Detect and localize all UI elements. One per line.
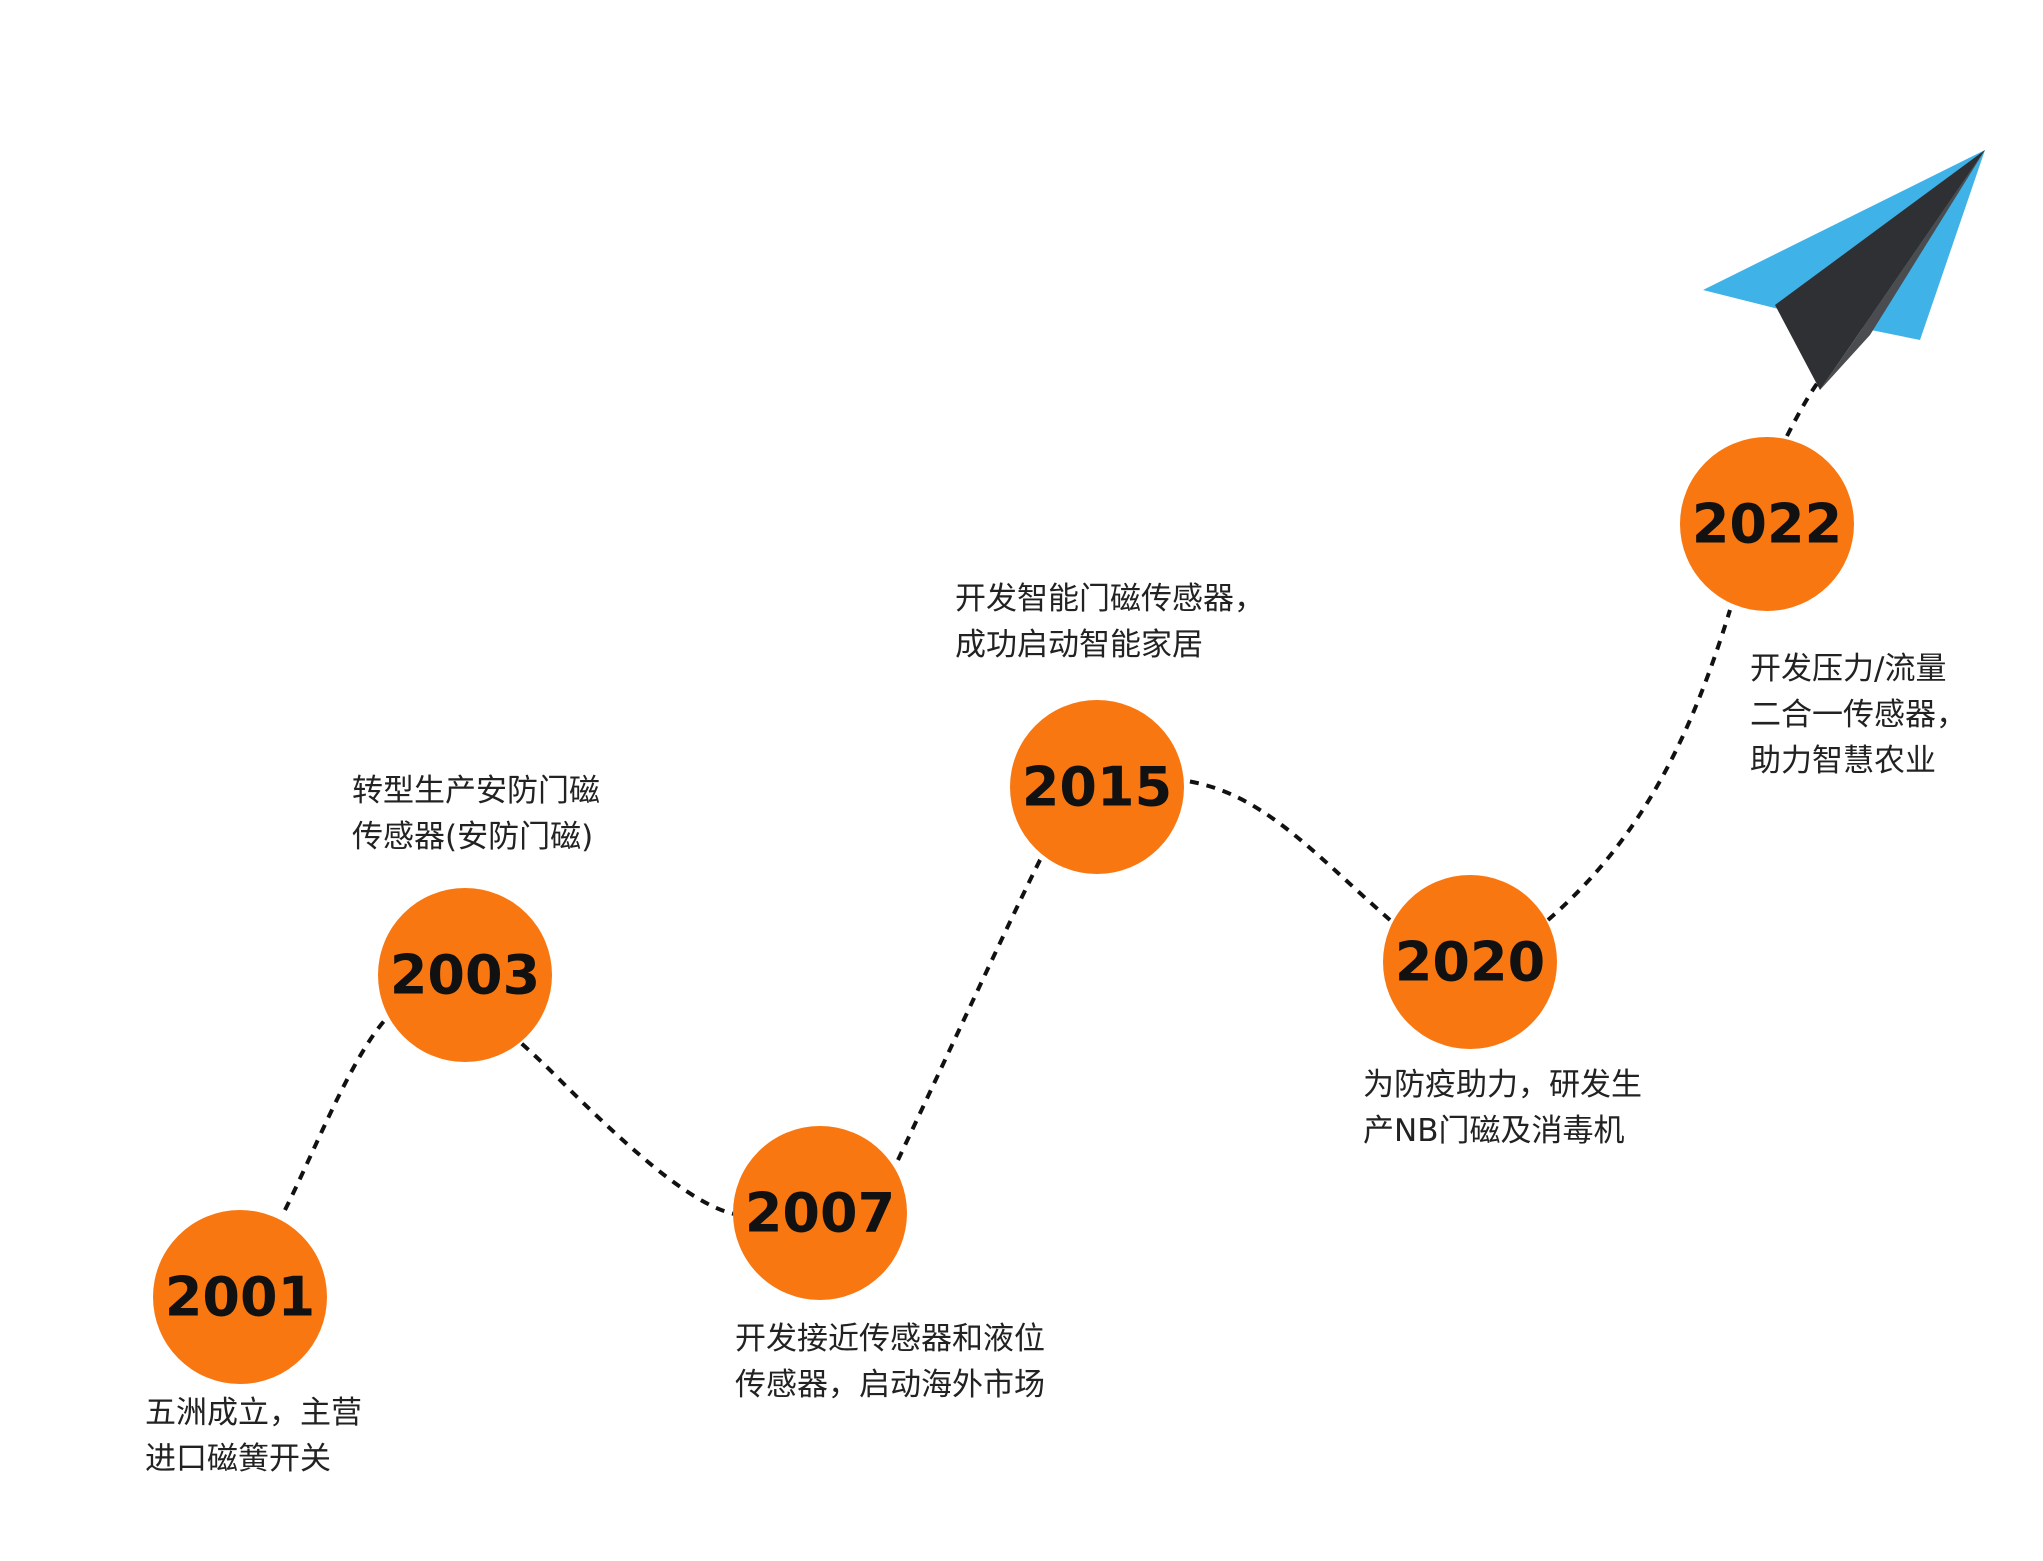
plane-left-wing [1703, 150, 1985, 320]
milestone-desc-2015: 开发智能门磁传感器， 成功启动智能家居 [955, 576, 1265, 668]
desc-line: 开发智能门磁传感器， [955, 581, 1265, 617]
desc-line: 二合一传感器， [1750, 697, 1967, 733]
milestone-node-2001: 2001 [153, 1210, 327, 1384]
plane-fold-shade [1820, 150, 1985, 390]
milestone-desc-2022: 开发压力/流量 二合一传感器， 助力智慧农业 [1750, 646, 1967, 784]
year-label-2007: 2007 [745, 1182, 895, 1245]
year-label-2015: 2015 [1022, 756, 1172, 819]
year-label-2003: 2003 [390, 944, 540, 1007]
desc-line: 开发接近传感器和液位 [735, 1321, 1045, 1357]
plane-fold [1775, 150, 1985, 390]
milestone-node-2007: 2007 [733, 1126, 907, 1300]
year-label-2020: 2020 [1395, 931, 1545, 994]
year-label-2001: 2001 [165, 1266, 315, 1329]
desc-line: 产NB门磁及消毒机 [1363, 1113, 1625, 1149]
desc-line: 五洲成立，主营 [145, 1395, 362, 1431]
year-label-2022: 2022 [1692, 493, 1842, 556]
milestone-node-2015: 2015 [1010, 700, 1184, 874]
desc-line: 进口磁簧开关 [145, 1441, 331, 1477]
desc-line: 成功启动智能家居 [955, 627, 1203, 663]
desc-line: 为防疫助力，研发生 [1363, 1067, 1642, 1103]
milestone-desc-2020: 为防疫助力，研发生 产NB门磁及消毒机 [1363, 1062, 1642, 1154]
desc-line: 传感器(安防门磁) [352, 819, 594, 855]
desc-line: 助力智慧农业 [1750, 743, 1936, 779]
milestone-node-2020: 2020 [1383, 875, 1557, 1049]
milestone-node-2003: 2003 [378, 888, 552, 1062]
desc-line: 传感器，启动海外市场 [735, 1367, 1045, 1403]
desc-line: 转型生产安防门磁 [352, 773, 600, 809]
milestone-desc-2003: 转型生产安防门磁 传感器(安防门磁) [352, 768, 600, 860]
paper-plane-icon [1703, 150, 1985, 390]
milestone-node-2022: 2022 [1680, 437, 1854, 611]
desc-line: 开发压力/流量 [1750, 651, 1947, 687]
milestone-desc-2007: 开发接近传感器和液位 传感器，启动海外市场 [735, 1316, 1045, 1408]
milestone-desc-2001: 五洲成立，主营 进口磁簧开关 [145, 1390, 362, 1482]
